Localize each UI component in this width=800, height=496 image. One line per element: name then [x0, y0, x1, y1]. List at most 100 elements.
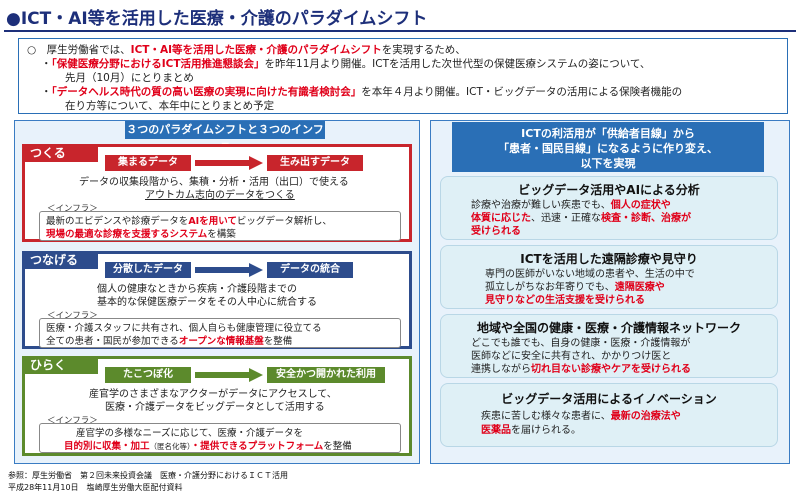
card-text: 連携しながら: [471, 364, 531, 375]
intro-highlight: 「保健医療分野におけるICT活用推進懇談会」: [51, 58, 265, 70]
section-tag: つくる: [22, 144, 98, 162]
infra-highlight: オープンな情報基盤: [178, 336, 264, 347]
infra-line: 産官学の多様なニーズに応じて、医療・介護データを: [76, 428, 304, 439]
infra-label: ＜インフラ＞: [47, 311, 98, 321]
card-text: を届けられる。: [511, 425, 581, 436]
intro-line-5: 在り方等について、本年中にとりまとめ予定: [65, 100, 275, 112]
arrow-right-icon: [195, 263, 263, 277]
infra-note: （匿名化等）: [149, 442, 191, 451]
infra-line: 目的別に収集・加工（匿名化等）・提供できるプラットフォームを整備: [46, 440, 394, 452]
intro-line-4: ・「データヘルス時代の質の高い医療の実現に向けた有識者検討会」を本年４月より開催…: [27, 85, 779, 99]
footer-date: 平成28年11月10日 塩崎厚生労働大臣配付資料: [8, 483, 183, 492]
intro-text: を昨年11月より開催。ICTを活用した次世代型の保健医療システムの姿について、: [264, 58, 651, 70]
section-hiraku: ひらく たこつぼ化 安全かつ開かれた利用 産官学のさまざまなアクターがデータにア…: [22, 356, 412, 456]
section-tag: ひらく: [22, 356, 98, 374]
intro-box: ○ 厚生労働省では、ICT・AI等を活用した医療・介護のパラダイムシフトを実現す…: [18, 38, 788, 114]
outcome-card-line: 受けられる: [471, 225, 521, 238]
outcome-card-line: 専門の医師がいない地域の患者や、生活の中で: [485, 269, 695, 280]
section-text: アウトカム志向のデータをつくる: [145, 190, 295, 201]
outcome-card-line: どこでも誰でも、自身の健康・医療・介護情報が: [471, 338, 691, 349]
outcomes-header-line: 「患者・国民目線」になるように作り変え、: [498, 142, 718, 155]
section-text: 産官学のさまざまなアクターがデータにアクセスして、: [89, 389, 337, 400]
outcomes-header-line: 以下を実現: [580, 157, 636, 170]
section-text: 医療・介護データをビッグデータとして活用する: [105, 402, 325, 413]
intro-line-1: ○ 厚生労働省では、ICT・AI等を活用した医療・介護のパラダイムシフトを実現す…: [27, 43, 779, 57]
card-highlight: 遠隔医療や: [614, 282, 665, 293]
infra-text: 最新のエビデンスや診療データを: [46, 216, 189, 227]
outcome-card-line: 孤立しがちなお年寄りでも、遠隔医療や: [485, 281, 665, 294]
infra-highlight: 現場の最適な診療を支援するシステム: [46, 229, 208, 240]
intro-line-3: 先月（10月）にとりまとめ: [65, 72, 194, 84]
pill-before: 分散したデータ: [105, 262, 191, 278]
footer-source: 参照：厚生労働省 第２回未来投資会議 医療・介護分野におけるＩＣＴ活用: [8, 471, 288, 480]
card-highlight: 受けられる: [471, 226, 521, 237]
infra-box: 最新のエビデンスや診療データをAIを用いてビッグデータ解析し、 現場の最適な診療…: [39, 211, 401, 241]
infra-highlight: AIを用いて: [188, 216, 237, 227]
outcome-card-title: 地域や全国の健康・医療・介護情報ネットワーク: [476, 321, 741, 335]
infra-line: 最新のエビデンスや診療データをAIを用いてビッグデータ解析し、: [46, 215, 394, 228]
section-text: データの収集段階から、集積・分析・活用（出口）で使える: [79, 177, 349, 188]
intro-highlight: 「データヘルス時代の質の高い医療の実現に向けた有識者検討会」: [51, 86, 362, 98]
outcome-card-line: 医薬品を届けられる。: [481, 424, 581, 437]
intro-text: を実現するため、: [381, 44, 466, 56]
pill-before: たこつぼ化: [105, 367, 191, 383]
infra-highlight: 目的別に収集・加工: [64, 441, 150, 452]
card-text: 疾患に苦しむ様々な患者に、: [481, 411, 611, 422]
infra-line: 全ての患者・国民が参加できるオープンな情報基盤を整備: [46, 335, 394, 347]
infra-box: 産官学の多様なニーズに応じて、医療・介護データを 目的別に収集・加工（匿名化等）…: [39, 423, 401, 453]
card-highlight: 検査・診断、治療が: [601, 213, 691, 224]
paradigm-panel-title: ３つのパラダイムシフトと３つのインフラ: [125, 121, 325, 154]
card-text: 、迅速・正確な: [531, 213, 601, 224]
card-text: 孤立しがちなお年寄りでも、: [485, 282, 615, 293]
infra-box: 医療・介護スタッフに共有され、個人自らも健康管理に役立てる 全ての患者・国民が参…: [39, 318, 401, 348]
infra-label: ＜インフラ＞: [47, 416, 98, 426]
infra-text: ビッグデータ解析し、: [236, 216, 332, 227]
outcome-card-line: 体質に応じた、迅速・正確な検査・診断、治療が: [471, 212, 691, 225]
card-highlight: 最新の治療法や: [610, 411, 681, 422]
infra-text: を整備: [263, 336, 293, 347]
intro-text: を本年４月より開催。ICT・ビッグデータの活用による保険者機能の: [361, 86, 683, 98]
intro-bullet: ・: [41, 86, 52, 98]
card-highlight: 見守りなどの生活支援を受けられる: [485, 295, 645, 306]
card-text: 診療や治療が難しい疾患でも、: [471, 200, 611, 211]
pill-after: データの統合: [267, 262, 353, 278]
infra-highlight: ・提供できるプラットフォーム: [190, 441, 324, 452]
outcome-card-title: ビッグデータ活用やAIによる分析: [518, 183, 700, 197]
intro-line-2: ・「保健医療分野におけるICT活用推進懇談会」を昨年11月より開催。ICTを活用…: [27, 57, 779, 71]
page-title: ●ICT・AI等を活用した医療・介護のパラダイムシフト: [6, 9, 428, 29]
infra-text: を構築: [207, 229, 236, 240]
outcome-card-line: 見守りなどの生活支援を受けられる: [485, 294, 645, 307]
card-highlight: 医薬品: [481, 425, 511, 436]
outcomes-header-line: ICTの利活用が「供給者目線」から: [521, 127, 695, 140]
section-tag: つなげる: [22, 251, 98, 269]
title-divider: [4, 30, 796, 32]
section-tsukuru: つくる 集まるデータ 生み出すデータ データの収集段階から、集積・分析・活用（出…: [22, 144, 412, 242]
pill-before: 集まるデータ: [105, 155, 191, 171]
outcome-card-line: 医師などに安全に共有され、かかりつけ医と: [471, 351, 672, 362]
outcome-card-telemedicine: ICTを活用した遠隔診療や見守り 専門の医師がいない地域の患者や、生活の中で 孤…: [440, 245, 778, 309]
card-highlight: 体質に応じた: [471, 213, 531, 224]
card-highlight: 切れ目ない診療やケアを受けられる: [531, 364, 691, 375]
arrow-right-icon: [195, 156, 263, 170]
infra-line: 医療・介護スタッフに共有され、個人自らも健康管理に役立てる: [46, 323, 322, 334]
outcome-card-innovation: ビッグデータ活用によるイノベーション 疾患に苦しむ様々な患者に、最新の治療法や …: [440, 383, 778, 447]
outcome-card-title: ICTを活用した遠隔診療や見守り: [520, 252, 698, 266]
pill-after: 生み出すデータ: [267, 155, 363, 171]
outcome-card-line: 診療や治療が難しい疾患でも、個人の症状や: [471, 199, 671, 212]
infra-text: 全ての患者・国民が参加できる: [46, 336, 179, 347]
outcome-card-line: 連携しながら切れ目ない診療やケアを受けられる: [471, 363, 691, 376]
section-tsunageru: つなげる 分散したデータ データの統合 個人の健康なときから疾病・介護段階までの…: [22, 251, 412, 349]
outcome-card-network: 地域や全国の健康・医療・介護情報ネットワーク どこでも誰でも、自身の健康・医療・…: [440, 314, 778, 378]
outcome-card-ai: ビッグデータ活用やAIによる分析 診療や治療が難しい疾患でも、個人の症状や 体質…: [440, 176, 778, 240]
intro-bullet: ・: [41, 58, 52, 70]
section-text: 個人の健康なときから疾病・介護段階までの: [97, 284, 297, 295]
infra-label: ＜インフラ＞: [47, 204, 98, 214]
pill-after: 安全かつ開かれた利用: [267, 367, 385, 383]
intro-highlight: ICT・AI等を活用した医療・介護のパラダイムシフト: [130, 44, 382, 56]
outcome-card-line: 疾患に苦しむ様々な患者に、最新の治療法や: [481, 410, 681, 423]
infra-line: 現場の最適な診療を支援するシステムを構築: [46, 228, 394, 240]
arrow-right-icon: [195, 368, 263, 382]
intro-text: ○ 厚生労働省では、: [27, 44, 131, 56]
infra-text: を整備: [323, 441, 352, 452]
outcomes-header: ICTの利活用が「供給者目線」から 「患者・国民目線」になるように作り変え、 以…: [452, 122, 764, 172]
